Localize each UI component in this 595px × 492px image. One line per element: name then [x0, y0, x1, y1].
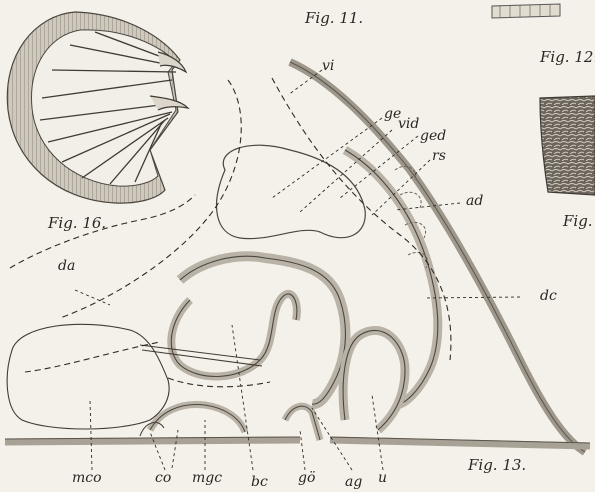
mesh-fragment — [540, 96, 595, 195]
label-ad: ad — [466, 193, 483, 209]
label-mgc: mgc — [192, 470, 222, 486]
label-ag: ag — [345, 474, 362, 490]
label-mco: mco — [72, 470, 102, 486]
fig12-fragment — [492, 4, 560, 18]
label-da: da — [58, 258, 75, 274]
fig16-funnel-drawing — [7, 12, 188, 203]
label-vi: vi — [322, 58, 334, 74]
label-co: co — [155, 470, 171, 486]
fig11-caption: Fig. 11. — [305, 9, 363, 27]
label-ged: ged — [420, 128, 446, 144]
label-rs: rs — [432, 148, 446, 164]
label-vid: vid — [398, 116, 419, 132]
label-u: u — [378, 470, 387, 486]
fig13-caption: Fig. 13. — [468, 456, 526, 474]
label-bc: bc — [251, 474, 268, 490]
label-dc: dc — [540, 288, 557, 304]
fig12-caption: Fig. 12. — [540, 48, 595, 66]
fig16-caption: Fig. 16. — [48, 214, 106, 232]
label-go: gö — [298, 470, 315, 486]
fig-partial-caption: Fig. — [563, 212, 593, 230]
